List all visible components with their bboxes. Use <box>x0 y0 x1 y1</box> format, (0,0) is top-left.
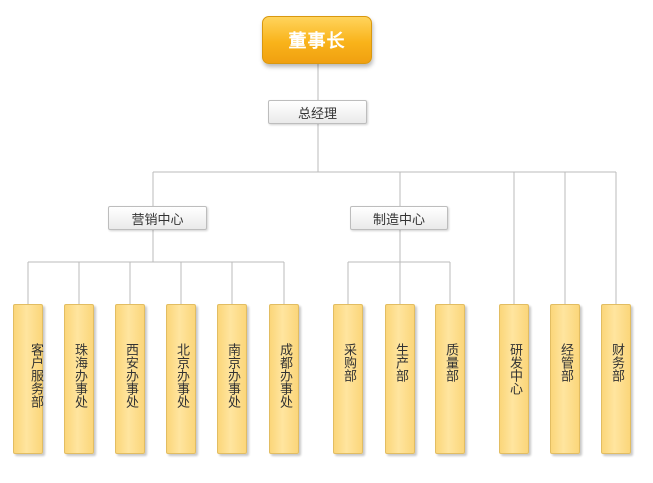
dept-finance[interactable]: 财务部 <box>601 304 631 454</box>
dept-label: 珠海办事处 <box>72 343 87 408</box>
dept-production[interactable]: 生产部 <box>385 304 415 454</box>
dept-label: 北京办事处 <box>174 343 189 408</box>
dept-label: 研发中心 <box>507 343 522 395</box>
dept-label: 成都办事处 <box>277 343 292 408</box>
dept-zhuhai-office[interactable]: 珠海办事处 <box>64 304 94 454</box>
chairman-node[interactable]: 董事长 <box>262 16 372 64</box>
dept-label: 客户服务部 <box>28 343 43 408</box>
dept-label: 南京办事处 <box>225 343 240 408</box>
general-manager-node[interactable]: 总经理 <box>268 100 367 124</box>
dept-nanjing-office[interactable]: 南京办事处 <box>217 304 247 454</box>
dept-beijing-office[interactable]: 北京办事处 <box>166 304 196 454</box>
dept-quality[interactable]: 质量部 <box>435 304 465 454</box>
chairman-label: 董事长 <box>288 31 346 52</box>
dept-customer-service[interactable]: 客户服务部 <box>13 304 43 454</box>
dept-xian-office[interactable]: 西安办事处 <box>115 304 145 454</box>
sales-center-node[interactable]: 营销中心 <box>108 206 207 230</box>
manufacturing-center-node[interactable]: 制造中心 <box>350 206 448 230</box>
dept-label: 西安办事处 <box>123 343 138 408</box>
dept-label: 经管部 <box>558 343 573 382</box>
dept-chengdu-office[interactable]: 成都办事处 <box>269 304 299 454</box>
dept-label: 财务部 <box>609 343 624 382</box>
manufacturing-center-label: 制造中心 <box>372 212 425 228</box>
dept-label: 采购部 <box>341 343 356 382</box>
general-manager-label: 总经理 <box>297 106 337 122</box>
dept-management[interactable]: 经管部 <box>550 304 580 454</box>
sales-center-label: 营销中心 <box>131 212 184 228</box>
dept-label: 质量部 <box>443 343 458 382</box>
dept-purchasing[interactable]: 采购部 <box>333 304 363 454</box>
dept-rnd-center[interactable]: 研发中心 <box>499 304 529 454</box>
dept-label: 生产部 <box>393 343 408 382</box>
